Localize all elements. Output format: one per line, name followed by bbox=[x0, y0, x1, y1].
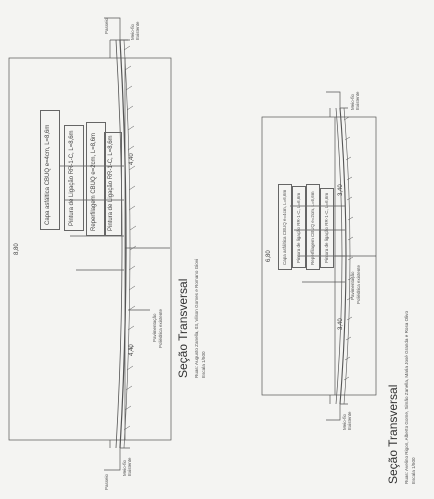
right-road-hatch bbox=[343, 116, 354, 381]
left-half-width-bottom: 4,40 bbox=[129, 344, 135, 356]
left-road-surface bbox=[119, 39, 127, 449]
left-scale: Escala 1/500 bbox=[201, 351, 206, 378]
left-layer-label-4: Pintura de Ligação RR-1-C, L=8,6m bbox=[104, 132, 122, 236]
left-small-top: Passeio bbox=[104, 17, 109, 34]
right-half-width-top: 3,40 bbox=[338, 184, 344, 196]
left-curb-top-label-2: Existente bbox=[135, 21, 140, 40]
right-pavement-note-2: Poliédrica existente bbox=[356, 264, 361, 304]
right-scale: Escala 1/500 bbox=[411, 457, 416, 484]
right-curb-top-label-2: Existente bbox=[355, 91, 360, 110]
left-layer-label-1: Capa asfáltica CBUQ e=4cm, L=8,6m bbox=[40, 110, 60, 230]
left-section-drawing bbox=[8, 17, 172, 471]
left-streets: Ruas: Augusto Zanella, 03, Vilson Gomes … bbox=[194, 258, 199, 378]
right-section-drawing bbox=[261, 91, 377, 421]
left-layer-label-2: Pintura de Ligação RR-1-C, L=8,6m bbox=[64, 125, 84, 231]
left-curb-bottom bbox=[104, 440, 130, 471]
left-pavement-note-2: Poliédrica existente bbox=[158, 308, 163, 348]
right-road-surface bbox=[339, 107, 347, 405]
left-layer-label-3: Reperfilagem CBUQ e=2cm, L=8,6m bbox=[86, 122, 106, 236]
left-pavement-note-1: Pavimentação bbox=[152, 313, 157, 342]
left-curb-bottom-label-2: Existente bbox=[127, 457, 132, 476]
right-half-width-bottom: 3,40 bbox=[338, 318, 344, 330]
right-title: Seção Transversal bbox=[386, 384, 400, 484]
right-layer-label-4: Pintura de ligação RR-1-C, L=6,6m bbox=[320, 188, 334, 268]
left-half-width-top: 4,40 bbox=[129, 153, 135, 165]
right-curb-bottom-label-2: Existente bbox=[347, 411, 352, 430]
right-layer-label-1: Capa asfáltica CBUQ e=4cm, L=6,6m bbox=[278, 184, 292, 270]
right-layer-label-3: Reperfilagem CBUQ e=2cm, L=6,6m bbox=[306, 184, 320, 270]
left-title: Seção Transversal bbox=[176, 278, 190, 378]
left-small-bottom: Passeio bbox=[104, 473, 109, 490]
right-pavement-note-1: Pavimentação bbox=[350, 271, 355, 300]
left-dimension-box bbox=[8, 57, 172, 441]
right-total-width: 6,80 bbox=[266, 250, 272, 262]
right-streets: Ruas: Avelino Rigon, Alberto Gome, Simão… bbox=[404, 310, 409, 484]
right-layer-label-2: Pintura de ligação RR-1-C, L=6,6m bbox=[292, 186, 306, 268]
left-total-width: 8,80 bbox=[14, 243, 20, 255]
left-road-hatch bbox=[123, 45, 137, 431]
